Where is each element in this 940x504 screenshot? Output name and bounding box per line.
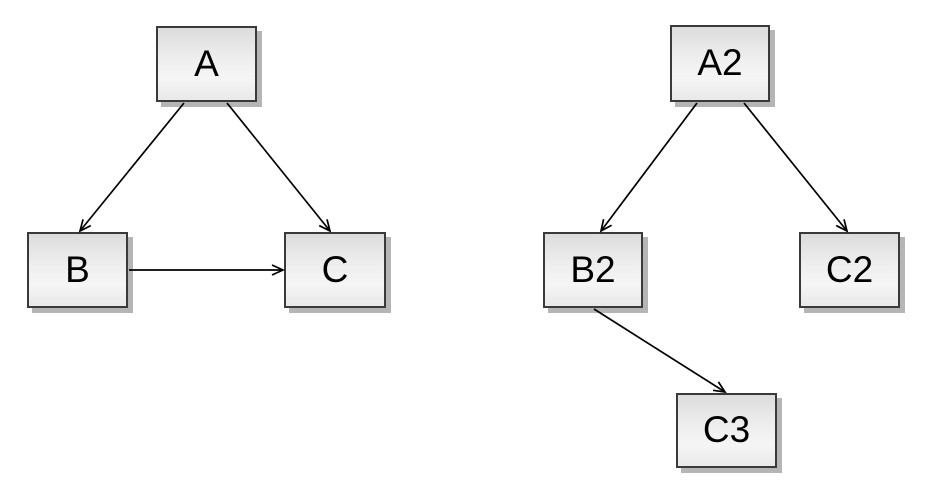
node-c3-label: C3 (702, 409, 751, 450)
node-b-label: B (65, 248, 90, 290)
node-b2[interactable]: B2 (543, 232, 643, 308)
node-a-label: A (194, 42, 219, 84)
node-c2-label: C2 (825, 248, 874, 290)
node-a2[interactable]: A2 (670, 25, 770, 102)
edge-a2-to-c2 (743, 102, 847, 231)
node-c-label: C (321, 248, 349, 290)
edge-a2-to-b2 (601, 102, 698, 231)
node-a2-label: A2 (697, 42, 743, 83)
node-c[interactable]: C (284, 232, 386, 308)
edge-a-to-b (80, 102, 185, 231)
node-c3[interactable]: C3 (676, 393, 777, 468)
edge-a-to-c (226, 102, 330, 231)
node-b2-label: B2 (570, 248, 616, 290)
edge-b2-to-c3 (593, 308, 725, 392)
node-b[interactable]: B (27, 232, 128, 308)
node-a[interactable]: A (156, 26, 257, 102)
node-c2[interactable]: C2 (799, 232, 900, 308)
